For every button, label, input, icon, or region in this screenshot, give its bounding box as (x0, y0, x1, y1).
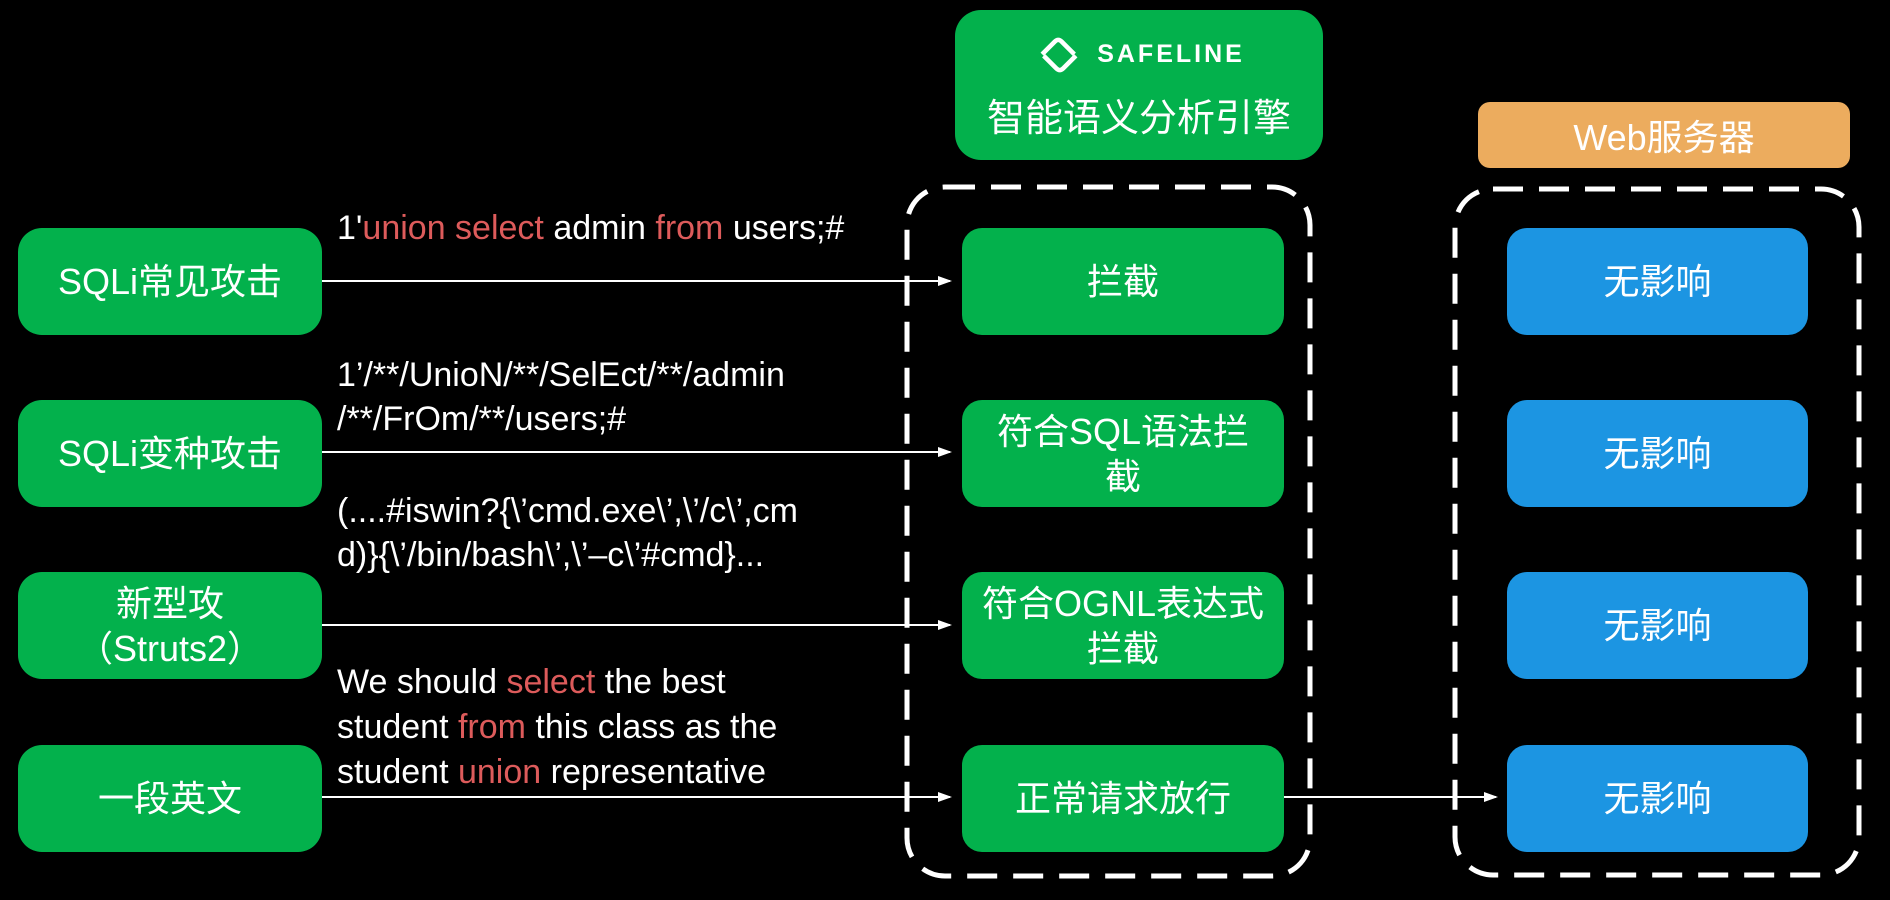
engine-result-row2: 符合SQL语法拦 截 (962, 400, 1284, 507)
attack-box-struts2: 新型攻 （Struts2） (18, 572, 322, 679)
server-result-row2: 无影响 (1507, 400, 1808, 507)
server-result-row3: 无影响 (1507, 572, 1808, 679)
attack-box-english-text: 一段英文 (18, 745, 322, 852)
brand-row: SAFELINE (1033, 29, 1245, 81)
payload-text-row1: 1'union select admin from users;# (337, 209, 845, 247)
engine-result-row1: 拦截 (962, 228, 1284, 335)
safeline-logo-icon (1040, 37, 1078, 72)
engine-result-row4: 正常请求放行 (962, 745, 1284, 852)
server-header: Web服务器 (1478, 102, 1850, 168)
engine-header: SAFELINE 智能语义分析引擎 (955, 10, 1323, 160)
brand-name: SAFELINE (1097, 40, 1245, 68)
attack-box-sqli-variant: SQLi变种攻击 (18, 400, 322, 507)
engine-title: 智能语义分析引擎 (986, 97, 1291, 140)
server-result-row1: 无影响 (1507, 228, 1808, 335)
engine-result-row3: 符合OGNL表达式 拦截 (962, 572, 1284, 679)
engine-dashed-container (904, 184, 1313, 879)
server-result-row4: 无影响 (1507, 745, 1808, 852)
server-dashed-container (1452, 186, 1862, 878)
payload-text-row2: 1’/**/UnioN/**/SelEct/**/admin/**/FrOm/*… (337, 356, 785, 438)
attack-box-sqli-common: SQLi常见攻击 (18, 228, 322, 335)
